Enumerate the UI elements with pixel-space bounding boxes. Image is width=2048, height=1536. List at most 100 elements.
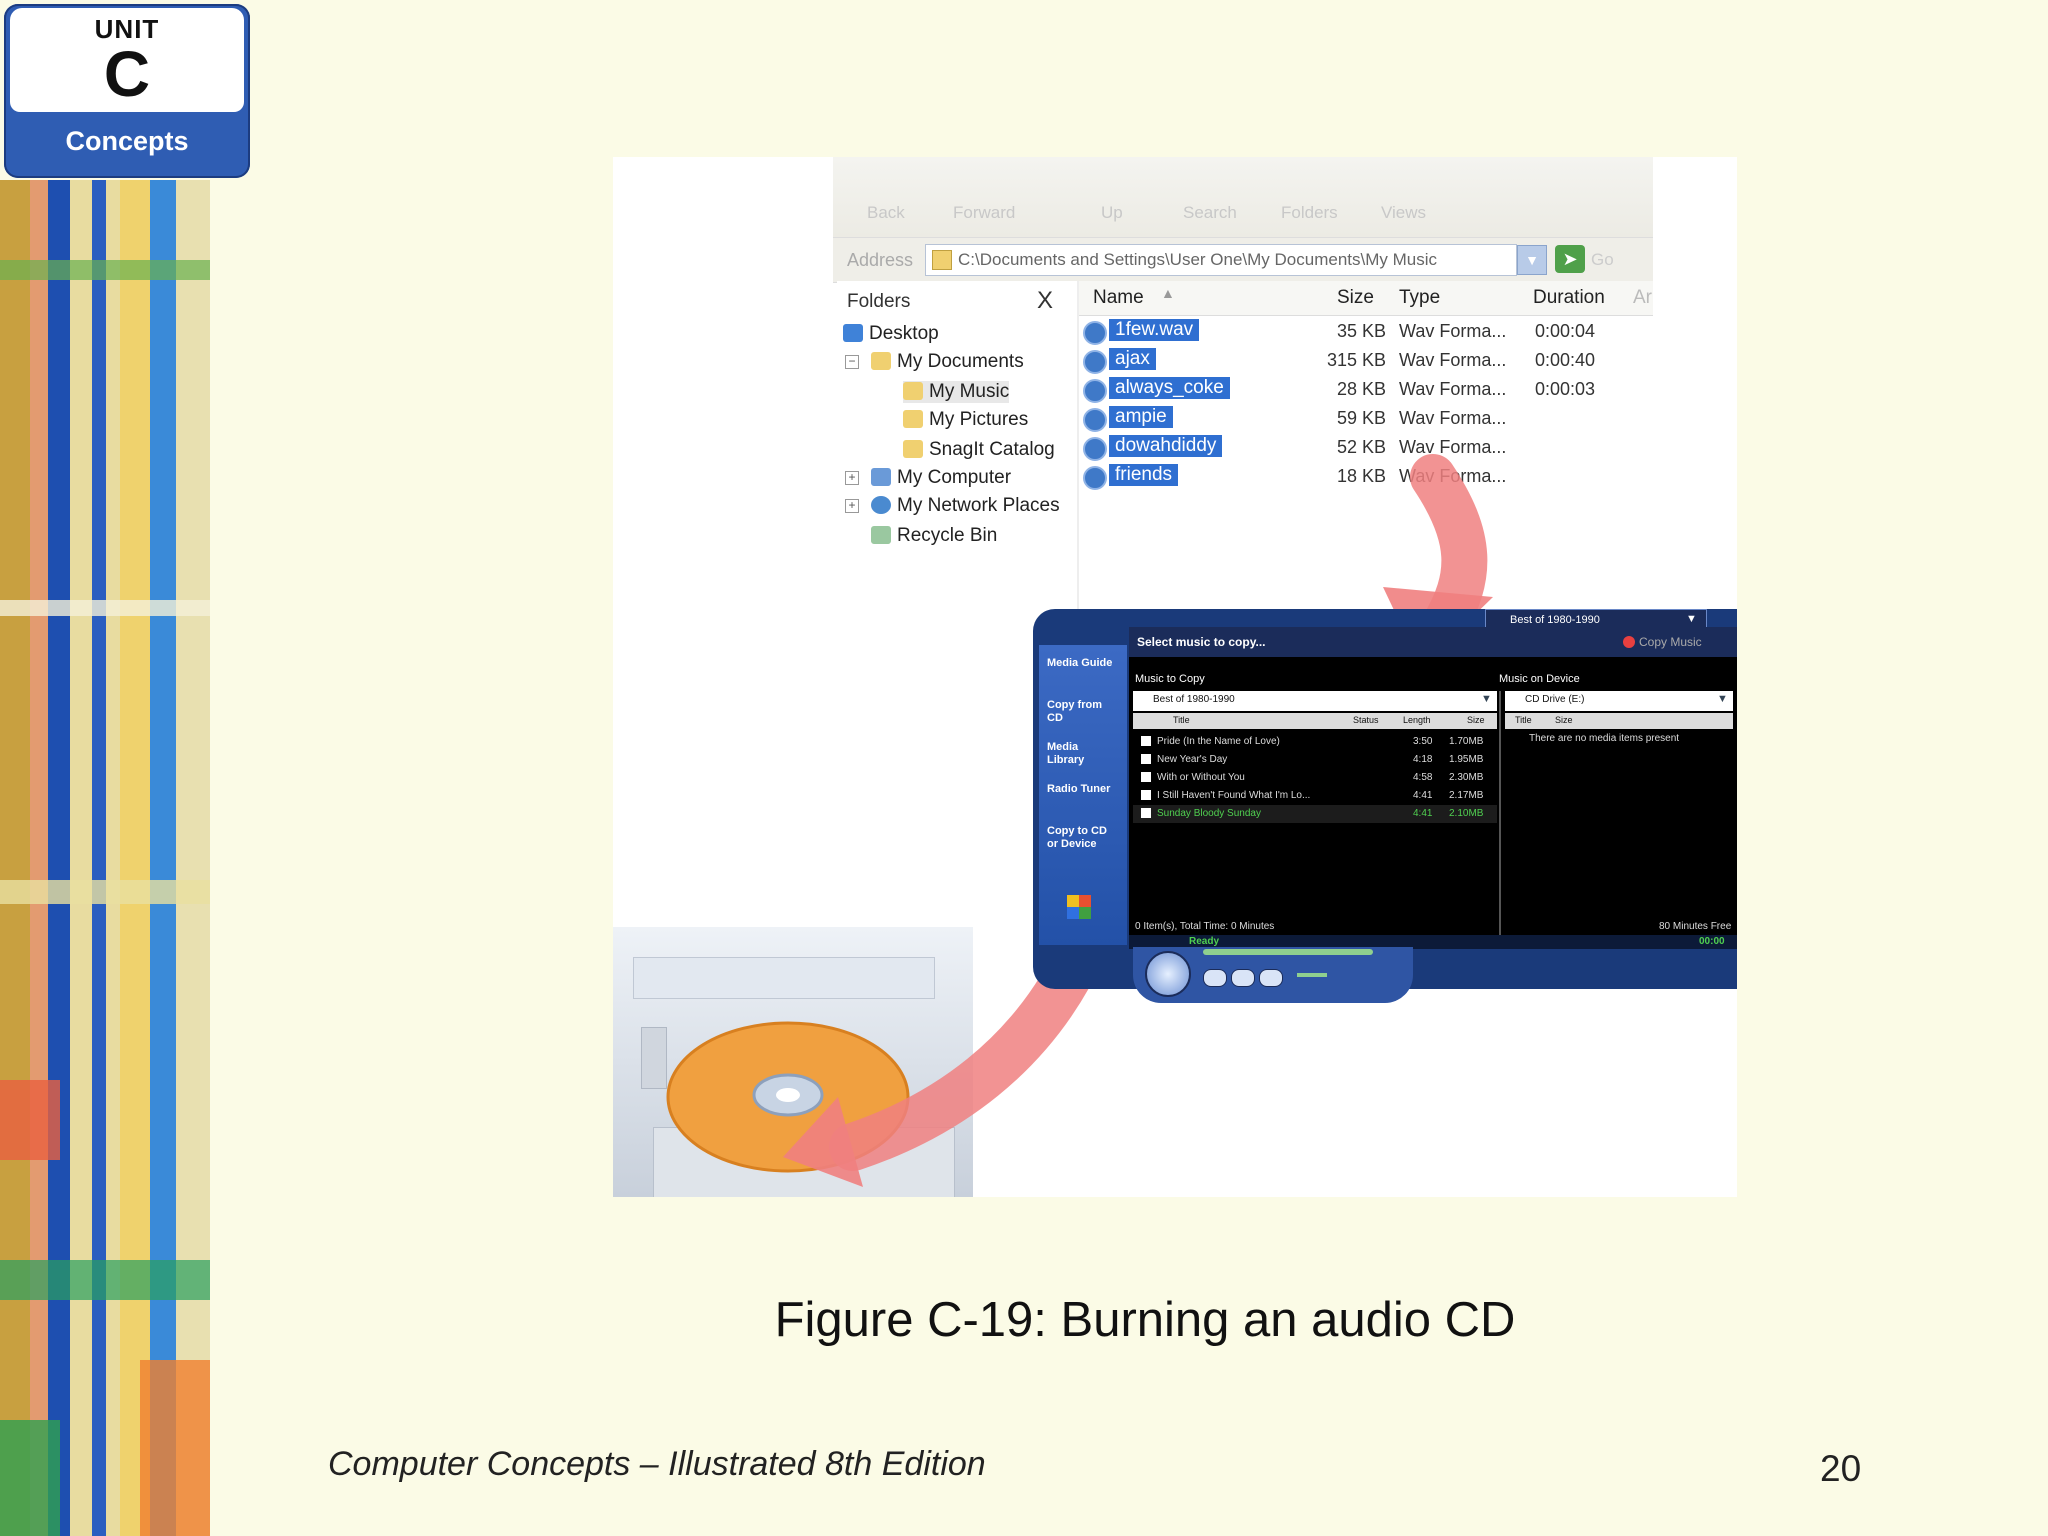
file-size: 52 KB	[1337, 437, 1387, 457]
nav-radio-tuner[interactable]: Radio Tuner	[1047, 783, 1111, 795]
back-button[interactable]: Back	[867, 203, 905, 222]
nav-media-library[interactable]: Media Library	[1047, 741, 1085, 766]
book-title: Computer Concepts – Illustrated 8th Edit…	[328, 1445, 986, 1483]
table-row[interactable]: ajax 315 KB Wav Forma... 0:00:40	[1083, 346, 1653, 376]
table-row[interactable]: New Year's Day 4:18 1.95MB	[1133, 751, 1497, 769]
right-status: 80 Minutes Free	[1659, 921, 1732, 932]
figure-image: Back Forward Up Search Folders Views Add…	[613, 157, 1737, 1197]
play-button[interactable]	[1145, 951, 1191, 997]
search-button[interactable]: Search	[1183, 203, 1237, 222]
column-duration[interactable]: Duration	[1533, 287, 1605, 308]
track-checkbox[interactable]	[1141, 808, 1151, 818]
unit-badge: UNIT C Concepts	[4, 4, 250, 178]
tree-item-my-computer[interactable]: My Computer	[871, 467, 1011, 489]
unit-letter: C	[103, 38, 151, 110]
folders-button[interactable]: Folders	[1281, 203, 1338, 222]
go-arrow-icon[interactable]: ➤	[1555, 245, 1585, 273]
device-select[interactable]: CD Drive (E:) ▼	[1505, 691, 1733, 711]
table-row[interactable]: 1few.wav 35 KB Wav Forma... 0:00:04	[1083, 317, 1653, 347]
nav-copy-to-cd[interactable]: Copy to CD or Device	[1047, 825, 1107, 850]
table-row[interactable]: ampie 59 KB Wav Forma...	[1083, 404, 1653, 434]
tree-item-desktop[interactable]: Desktop	[843, 323, 939, 345]
address-dropdown-chevron-icon[interactable]: ▼	[1517, 245, 1547, 275]
wav-file-icon	[1083, 466, 1107, 490]
collapse-icon[interactable]: −	[845, 355, 859, 369]
column-type[interactable]: Type	[1399, 287, 1441, 308]
views-button[interactable]: Views	[1381, 203, 1427, 222]
file-duration: 0:00:03	[1535, 379, 1596, 399]
unit-label: UNIT	[94, 14, 160, 44]
file-name: 1few.wav	[1109, 319, 1200, 341]
wav-file-icon	[1083, 321, 1107, 345]
nav-copy-from-cd[interactable]: Copy from CD	[1047, 699, 1102, 724]
media-player-nav: Media Guide Copy from CD Media Library R…	[1039, 645, 1127, 945]
address-value: C:\Documents and Settings\User One\My Do…	[958, 250, 1437, 269]
file-type: Wav Forma...	[1399, 408, 1507, 428]
copy-music-button[interactable]: Copy Music	[1639, 635, 1702, 649]
address-label: Address	[847, 250, 914, 270]
media-player-main: Select music to copy... Copy Music Music…	[1129, 627, 1737, 949]
nav-media-guide[interactable]: Media Guide	[1047, 657, 1113, 669]
previous-button[interactable]	[1231, 969, 1255, 987]
file-duration: 0:00:40	[1535, 350, 1596, 370]
table-row[interactable]: friends 18 KB Wav Forma...	[1083, 462, 1653, 492]
chevron-down-icon: ▼	[1717, 693, 1728, 705]
file-type: Wav Forma...	[1399, 437, 1507, 457]
tree-item-recycle-bin[interactable]: Recycle Bin	[871, 525, 997, 547]
folders-pane: Folders X Desktop − My Documents My Musi…	[837, 281, 1079, 677]
stop-button[interactable]	[1203, 969, 1227, 987]
address-input[interactable]: C:\Documents and Settings\User One\My Do…	[925, 244, 1517, 276]
track-checkbox[interactable]	[1141, 772, 1151, 782]
column-artist[interactable]: Ar	[1633, 287, 1652, 308]
file-name: friends	[1109, 464, 1179, 486]
table-row[interactable]: I Still Haven't Found What I'm Lo... 4:4…	[1133, 787, 1497, 805]
chevron-down-icon: ▼	[1481, 693, 1492, 705]
desktop-icon	[843, 324, 863, 342]
time-label: 00:00	[1699, 936, 1725, 947]
table-row[interactable]: Sunday Bloody Sunday 4:41 2.10MB	[1133, 805, 1497, 823]
go-label[interactable]: Go	[1591, 250, 1614, 269]
close-icon[interactable]: X	[1037, 287, 1054, 314]
next-button[interactable]	[1259, 969, 1283, 987]
table-row[interactable]: dowahdiddy 52 KB Wav Forma...	[1083, 433, 1653, 463]
file-size: 35 KB	[1337, 321, 1387, 341]
tree-item-my-network-places[interactable]: My Network Places	[871, 495, 1060, 517]
file-size: 315 KB	[1327, 350, 1387, 370]
computer-icon	[871, 468, 891, 486]
file-name: ampie	[1109, 406, 1173, 428]
sort-ascending-icon: ▲	[1161, 285, 1175, 301]
volume-slider[interactable]	[1297, 973, 1327, 977]
seek-slider[interactable]	[1203, 949, 1373, 955]
music-to-copy-label: Music to Copy	[1135, 673, 1205, 685]
music-folder-icon	[903, 382, 923, 400]
file-name: ajax	[1109, 348, 1156, 370]
device-list-header: Title Size	[1505, 713, 1733, 729]
tree-item-my-music[interactable]: My Music	[903, 381, 1010, 403]
source-playlist-select[interactable]: Best of 1980-1990 ▼	[1133, 691, 1497, 711]
tree-item-snagit-catalog[interactable]: SnagIt Catalog	[903, 439, 1055, 461]
track-checkbox[interactable]	[1141, 736, 1151, 746]
file-list-header	[1079, 281, 1653, 316]
column-size[interactable]: Size	[1337, 287, 1374, 308]
recycle-bin-icon	[871, 526, 891, 544]
track-checkbox[interactable]	[1141, 790, 1151, 800]
up-button[interactable]: Up	[1101, 203, 1123, 222]
table-row[interactable]: always_coke 28 KB Wav Forma... 0:00:03	[1083, 375, 1653, 405]
track-list-header: Title Status Length Size	[1133, 713, 1497, 729]
file-type: Wav Forma...	[1399, 350, 1507, 370]
forward-button[interactable]: Forward	[953, 203, 1016, 222]
table-row[interactable]: Pride (In the Name of Love) 3:50 1.70MB	[1133, 733, 1497, 751]
tree-item-my-pictures[interactable]: My Pictures	[903, 409, 1028, 431]
expand-icon[interactable]: +	[845, 471, 859, 485]
ready-label: Ready	[1189, 936, 1220, 947]
folder-icon	[871, 352, 891, 370]
file-size: 18 KB	[1337, 466, 1387, 486]
drive-button	[641, 1027, 667, 1089]
left-status: 0 Item(s), Total Time: 0 Minutes	[1135, 921, 1275, 932]
copy-titlebar: Select music to copy... Copy Music	[1129, 627, 1737, 657]
tree-item-my-documents[interactable]: My Documents	[871, 351, 1024, 373]
table-row[interactable]: With or Without You 4:58 2.30MB	[1133, 769, 1497, 787]
column-name[interactable]: Name	[1093, 287, 1144, 308]
expand-icon[interactable]: +	[845, 499, 859, 513]
track-checkbox[interactable]	[1141, 754, 1151, 764]
